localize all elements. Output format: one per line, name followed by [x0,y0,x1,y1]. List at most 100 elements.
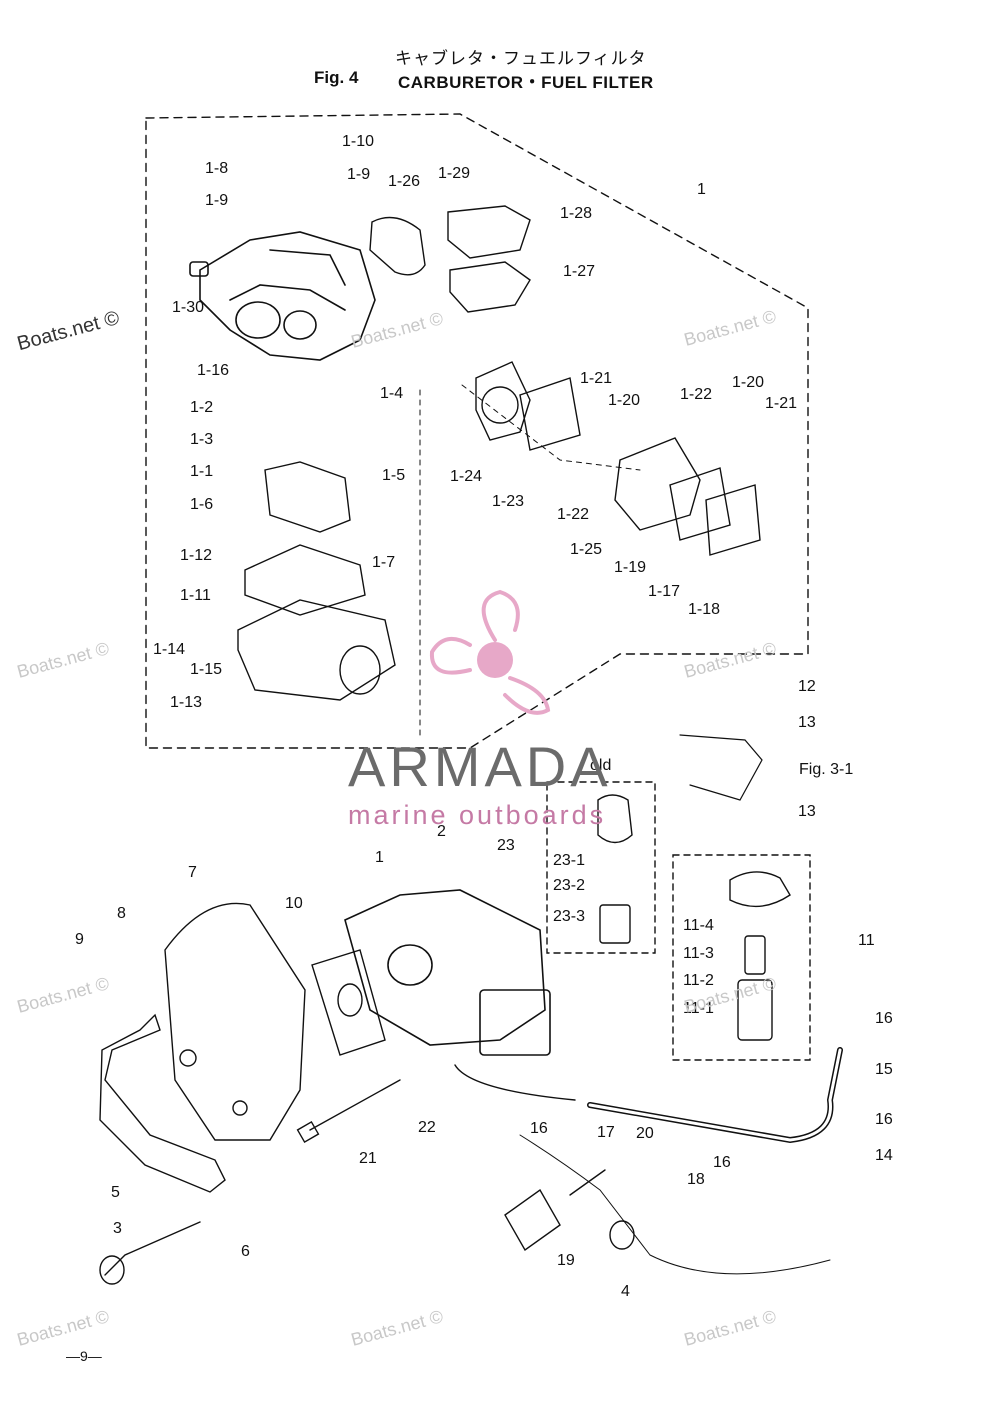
carburetor-body [189,231,376,361]
label-11-4: 11-4 [683,917,714,934]
label-1-20: 1-20 [732,374,765,391]
label-1-7: 1-7 [372,554,396,571]
label-1-9: 1-9 [347,166,371,183]
label-21: 21 [359,1150,377,1167]
label-1-27: 1-27 [563,263,596,280]
label-1-5: 1-5 [382,467,406,484]
brand-subtitle-watermark: marine outboards [348,800,607,830]
label-1-11: 1-11 [180,587,211,604]
title-japanese: キャブレタ・フュエルフィルタ [395,49,647,68]
bracket-5 [99,1013,226,1193]
label-23: 23 [497,837,515,854]
knob-3 [104,1221,201,1276]
label-23-3: 23-3 [553,908,586,925]
page-number: —9— [66,1348,102,1364]
figure-number: Fig. 4 [314,68,359,87]
label-6: 6 [241,1243,250,1260]
label-1-8: 1-8 [205,160,229,177]
label-1-21: 1-21 [580,370,613,387]
label-12: 12 [798,678,816,695]
fitting-17 [569,1169,606,1196]
float-bowl-1-11 [237,599,396,701]
filter-head-23 [597,794,633,844]
figure-title: CARBURETOR・FUEL FILTER [398,73,654,92]
label-23-2: 23-2 [553,877,586,894]
label-1-9: 1-9 [205,192,229,209]
label-8: 8 [117,905,126,922]
label-1-2: 1-2 [190,399,214,416]
gasket-1-26 [369,216,426,276]
label-1-15: 1-15 [190,661,223,678]
label-1-16: 1-16 [197,362,230,379]
bracket-fig-3-1 [679,734,763,801]
label-16: 16 [875,1010,893,1027]
label-1-12: 1-12 [180,547,213,564]
label-old: old [590,757,612,774]
label-1: 1 [697,181,706,198]
bolt-21 [309,1079,401,1131]
label-13: 13 [798,803,816,820]
brand-watermark: ARMADA [348,735,612,798]
label-3: 3 [113,1220,122,1237]
label-1-4: 1-4 [380,385,404,402]
label-1-26: 1-26 [388,173,421,190]
connector-19 [504,1188,561,1252]
label-16: 16 [875,1111,893,1128]
label-18: 18 [687,1171,705,1188]
propeller-logo [429,589,551,715]
label-17: 17 [597,1124,615,1141]
float-1-6 [264,461,351,533]
label-1-25: 1-25 [570,541,603,558]
label-1-3: 1-3 [190,431,214,448]
label-1-6: 1-6 [190,496,214,513]
label-16: 16 [530,1120,548,1137]
label-1-28: 1-28 [560,205,593,222]
label-1-30: 1-30 [172,299,205,316]
cover-7 [164,902,306,1141]
assembly-1-outline [145,113,809,749]
label-1-13: 1-13 [170,694,203,711]
label-1-29: 1-29 [438,165,471,182]
label-11-2: 11-2 [683,972,714,989]
label-1-17: 1-17 [648,583,681,600]
label-16: 16 [713,1154,731,1171]
label-20: 20 [636,1125,654,1142]
label-5: 5 [111,1184,120,1201]
gasket-10 [311,949,386,1056]
label-19: 19 [557,1252,575,1269]
assembly-11-outline [672,854,811,1061]
label-2: 2 [437,823,446,840]
label-1-14: 1-14 [153,641,186,658]
label-1: 1 [375,849,384,866]
cover-1-27 [449,261,531,313]
label-4: 4 [621,1283,630,1300]
label-7: 7 [188,864,197,881]
label-1-19: 1-19 [614,559,647,576]
label-9: 9 [75,931,84,948]
hose-15 [454,1064,576,1101]
hull-outline [519,1134,831,1275]
carburetor-assembly-1 [344,889,551,1056]
label-14: 14 [875,1147,893,1164]
label-1-21: 1-21 [765,395,798,412]
cover-1-17 [705,484,761,556]
label-10: 10 [285,895,303,912]
label-22: 22 [418,1119,436,1136]
label-1-22: 1-22 [680,386,713,403]
label-11-3: 11-3 [683,945,714,962]
pump-body-1-25 [614,437,701,531]
gasket-1-12 [244,544,366,616]
label-23-1: 23-1 [553,852,586,869]
label-1-10: 1-10 [342,133,375,150]
label-1-1: 1-1 [190,463,214,480]
label-1-23: 1-23 [492,493,525,510]
label-1-24: 1-24 [450,468,483,485]
gasket-1-24 [475,361,531,441]
label-13: 13 [798,714,816,731]
label-11: 11 [858,932,875,949]
diaphragm-1-23 [519,377,581,451]
diaphragm-1-19 [669,467,731,541]
label-1-20: 1-20 [608,392,641,409]
filter-head-11 [729,871,791,908]
label-fig-3-1: Fig. 3-1 [799,761,854,778]
